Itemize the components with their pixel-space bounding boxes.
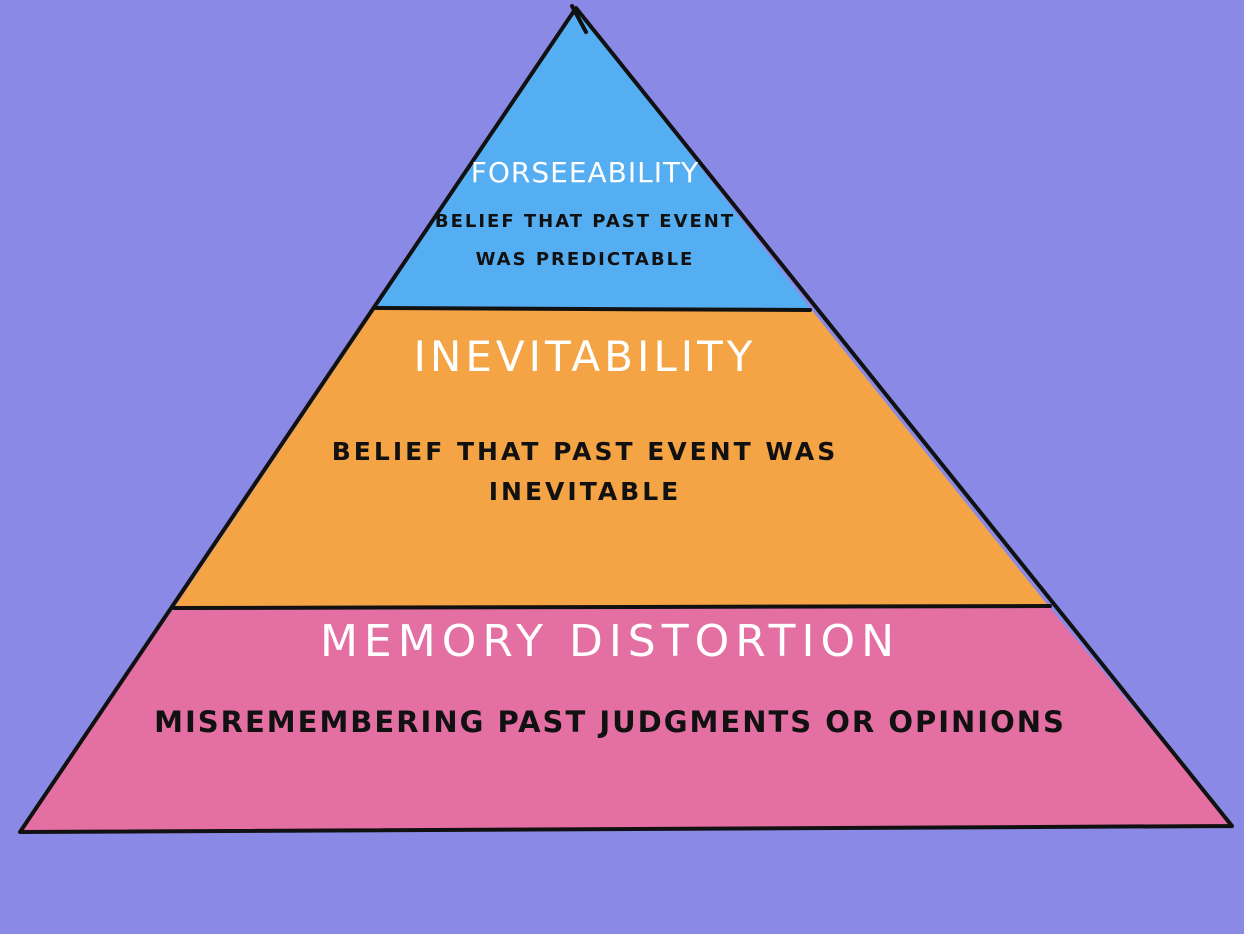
tier-bottom-title: MEMORY DISTORTION bbox=[319, 616, 901, 667]
tier-bottom-description: MISREMEMBERING PAST JUDGMENTS OR OPINION… bbox=[154, 705, 1066, 739]
tier-middle-title: INEVITABILITY bbox=[413, 332, 757, 381]
divider-bottom bbox=[172, 604, 1052, 610]
tier-top-shape bbox=[376, 8, 810, 308]
tier-top-description: BELIEF THAT PAST EVENT WAS PREDICTABLE bbox=[434, 211, 736, 270]
tier-middle-description: BELIEF THAT PAST EVENT WAS INEVITABLE bbox=[331, 437, 839, 506]
divider-top bbox=[374, 306, 812, 312]
tier-bottom-shape bbox=[20, 608, 1232, 832]
tier-middle-shape bbox=[174, 308, 1050, 608]
pyramid-outline bbox=[18, 6, 1234, 834]
tier-top-title: FORSEEABILITY bbox=[470, 156, 700, 189]
apex-tick bbox=[570, 4, 588, 34]
